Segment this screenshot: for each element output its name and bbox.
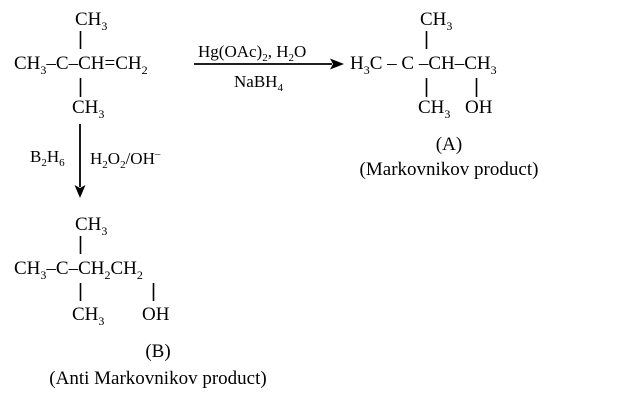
pa-bottom-methyl: CH3 bbox=[418, 97, 450, 121]
pa-label: (A) bbox=[436, 134, 462, 155]
pb-main-chain: CH3–C–CH2CH2 bbox=[14, 258, 143, 282]
oxymercuration-reagent-bottom: NaBH4 bbox=[234, 72, 283, 94]
hydroboration-step: B2H6 H2O2/OH– bbox=[30, 124, 161, 198]
product-b: CH3 CH3–C–CH2CH2 CH3 OH (B) (Anti Markov… bbox=[14, 214, 267, 389]
pb-label: (B) bbox=[145, 341, 170, 362]
starting-material: CH3 CH3–C–CH=CH2 CH3 bbox=[14, 9, 148, 121]
pb-caption: (Anti Markovnikov product) bbox=[49, 368, 266, 389]
pa-top-methyl: CH3 bbox=[420, 9, 452, 33]
hydroboration-arrowhead bbox=[74, 185, 86, 198]
pb-top-methyl: CH3 bbox=[75, 214, 107, 238]
pb-hydroxyl: OH bbox=[142, 304, 170, 325]
pb-bottom-methyl: CH3 bbox=[72, 304, 104, 328]
pa-main-chain: H3C – C –CH–CH3 bbox=[350, 53, 497, 77]
hydroboration-reagent-left: B2H6 bbox=[30, 147, 65, 169]
oxymercuration-arrowhead bbox=[330, 58, 344, 70]
pa-hydroxyl: OH bbox=[465, 97, 493, 118]
sm-top-methyl: CH3 bbox=[75, 9, 107, 33]
oxymercuration-step: Hg(OAc)2, H2O NaBH4 bbox=[194, 42, 344, 94]
sm-bottom-methyl: CH3 bbox=[72, 97, 104, 121]
product-a: CH3 H3C – C –CH–CH3 CH3 OH (A) (Markovni… bbox=[350, 9, 538, 180]
oxymercuration-reagent-top: Hg(OAc)2, H2O bbox=[198, 42, 306, 64]
pa-caption: (Markovnikov product) bbox=[360, 159, 539, 180]
hydroboration-reagent-right: H2O2/OH– bbox=[90, 148, 161, 171]
sm-main-chain: CH3–C–CH=CH2 bbox=[14, 53, 148, 77]
